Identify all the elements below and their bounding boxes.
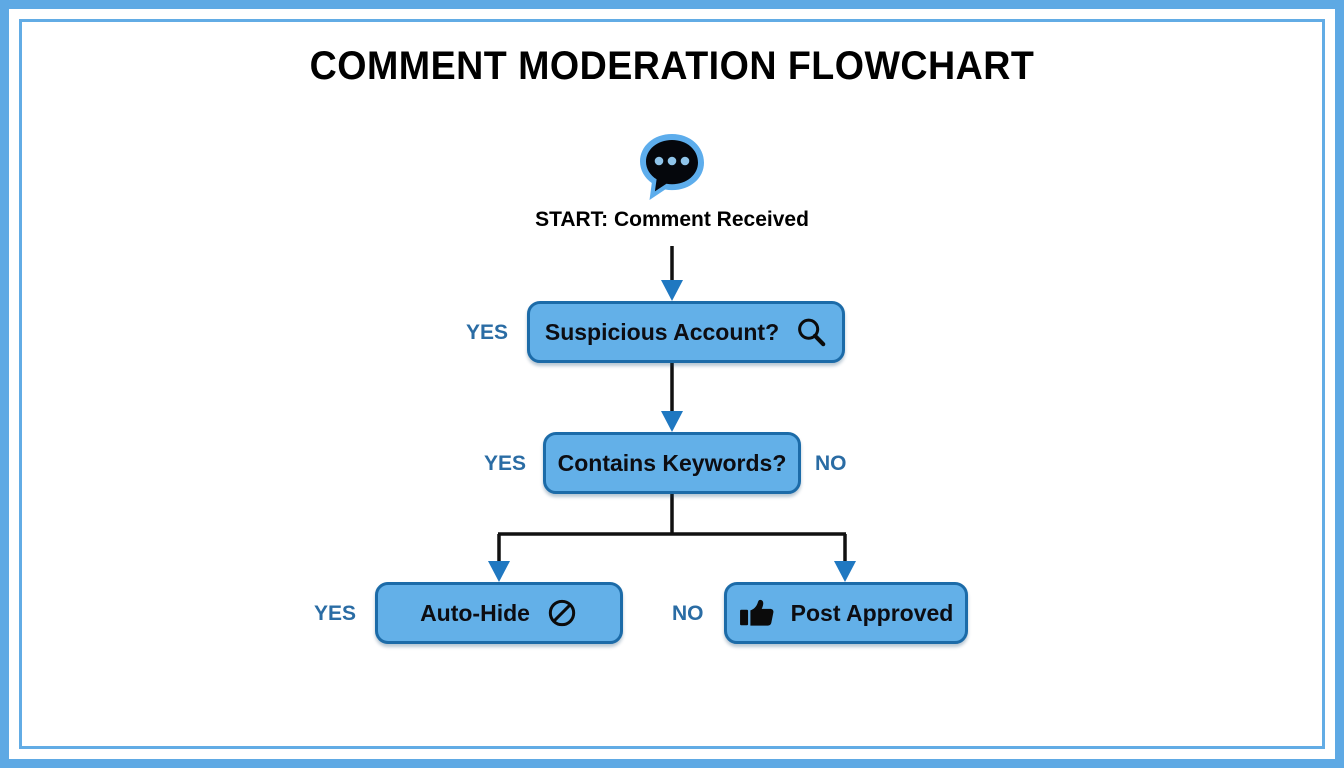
branch-label-no-keywords: NO: [815, 452, 847, 475]
speech-bubble-icon: [635, 130, 709, 206]
branch-label-no-approved: NO: [672, 602, 704, 625]
branch-label-yes-keywords: YES: [484, 452, 527, 475]
thumbs-up-icon: [739, 597, 775, 629]
branch-label-yes-suspicious: YES: [466, 321, 509, 344]
node-post-approved[interactable]: Post Approved: [724, 582, 968, 644]
node-contains-keywords[interactable]: Contains Keywords?: [543, 432, 801, 494]
node-contains-keywords-label: Contains Keywords?: [557, 449, 787, 476]
branch-label-yes-autohide: YES: [314, 602, 357, 625]
start-label: START: Comment Received: [535, 208, 809, 231]
magnifier-icon: [795, 316, 827, 348]
node-post-approved-label: Post Approved: [790, 599, 954, 626]
flowchart-canvas: COMMENT MODERATION FLOWCHART: [22, 22, 1322, 746]
no-entry-icon: [546, 597, 578, 629]
node-suspicious-account[interactable]: Suspicious Account?: [527, 301, 845, 363]
node-auto-hide[interactable]: Auto-Hide: [375, 582, 623, 644]
page-title: COMMENT MODERATION FLOWCHART: [309, 44, 1035, 88]
node-suspicious-account-label: Suspicious Account?: [544, 318, 780, 345]
node-auto-hide-label: Auto-Hide: [420, 599, 530, 626]
